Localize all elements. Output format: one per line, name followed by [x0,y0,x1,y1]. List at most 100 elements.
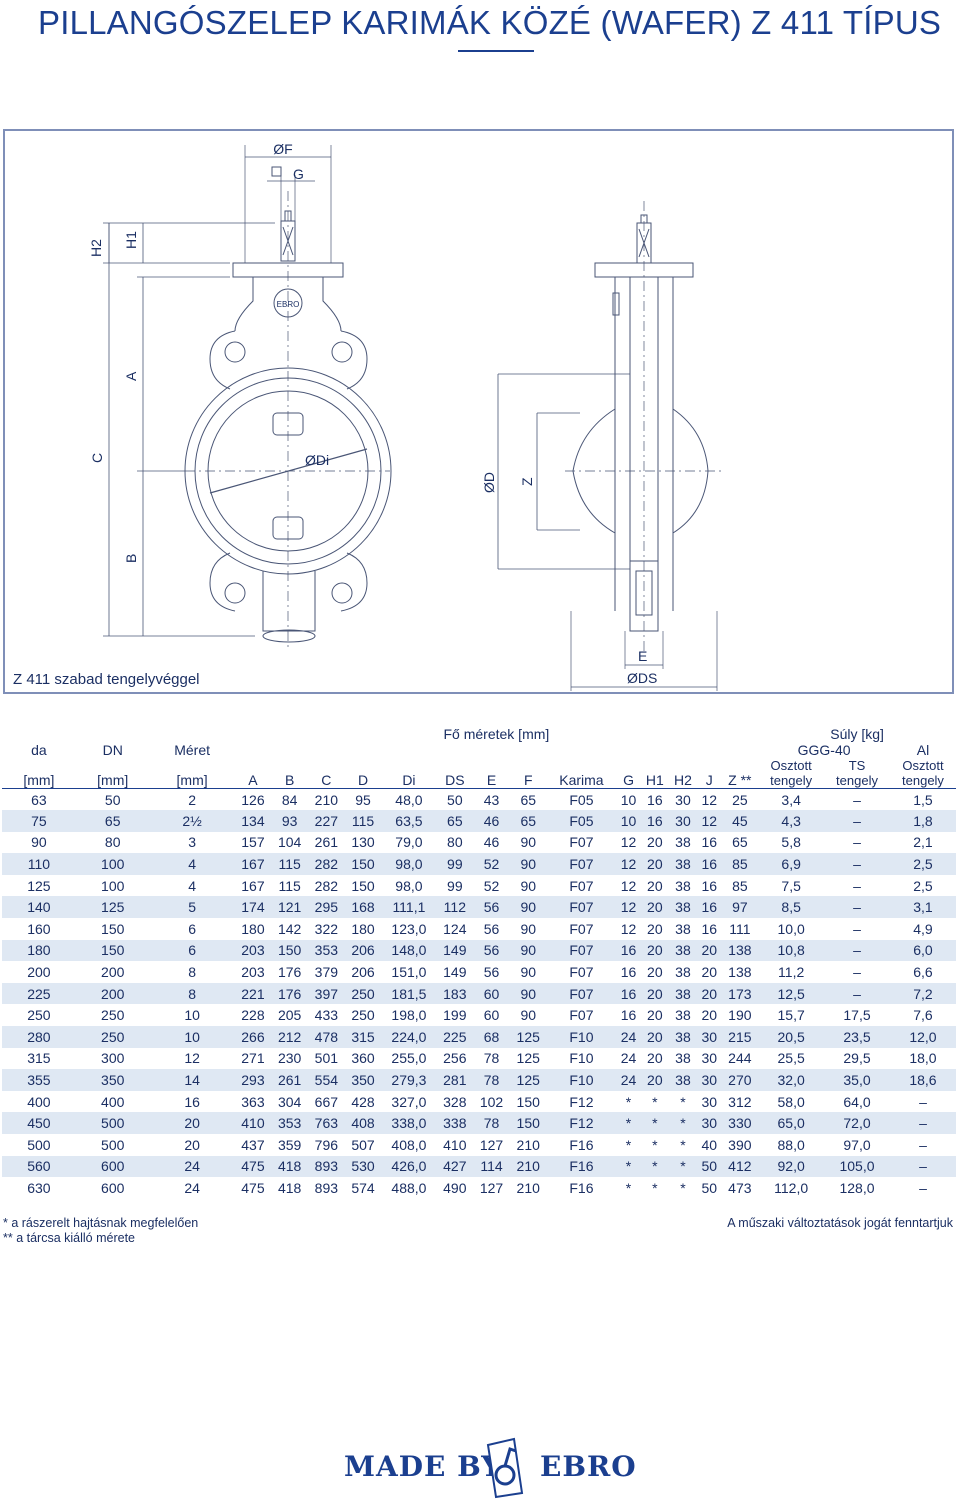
table-cell: 427 [443,1158,467,1175]
table-cell: 180 [27,942,51,959]
table-cell: 160 [27,920,51,937]
table-cell: 2,5 [913,877,933,894]
table-cell: 84 [281,791,298,808]
table-cell: 65 [447,812,463,829]
table-cell: 2½ [182,812,202,829]
table-cell: 30 [675,812,691,829]
table-cell: 16 [620,964,637,981]
table-cell: 80 [104,834,121,851]
table-cell: 40 [701,1136,718,1153]
table-cell: 200 [101,985,125,1002]
table-cell: 10 [184,1007,200,1024]
table-cell: * [680,1093,686,1110]
table-cell: 224,0 [391,1028,427,1045]
table-cell: 110 [27,856,51,873]
table-cell: 90 [520,985,537,1002]
table-cell: 199 [443,1007,467,1024]
table-cell: F10 [569,1050,594,1067]
table-cell: 32,0 [777,1072,805,1089]
table-cell: * [652,1115,658,1132]
table-cell: 90 [31,834,47,851]
table-cell: 65 [732,834,748,851]
table-cell: 330 [728,1115,752,1132]
table-cell: 150 [101,920,125,937]
table-cell: 23,5 [843,1028,871,1045]
table-cell: 111 [729,920,751,937]
table-cell: 418 [277,1179,302,1196]
dim-label-z: Z [519,477,535,486]
table-cell: 7,2 [913,985,933,1002]
table-cell: 60 [483,985,500,1002]
col-header-b: B [271,758,308,789]
table-cell: F07 [569,920,594,937]
table-cell: 20 [647,1028,663,1045]
table-cell: 138 [728,942,752,959]
table-cell: 48,0 [395,791,423,808]
table-cell: 190 [728,1007,752,1024]
table-cell: 279,3 [391,1072,427,1089]
table-cell: 203 [241,964,265,981]
table-cell: 4,3 [781,812,801,829]
title-underline [458,50,534,52]
dim-label-c: C [89,453,105,463]
table-cell: F07 [569,1007,594,1024]
table-cell: 16 [620,1007,637,1024]
table-cell: 12 [184,1050,200,1067]
dim-label-d: ØD [481,472,497,493]
dimensions-table: Fő méretek [mm] Súly [kg] da DN Méret GG… [2,724,956,1199]
table-cell: 397 [314,985,339,1002]
table-cell: 8,5 [781,899,801,916]
table-cell: F16 [569,1136,594,1153]
table-cell: 125 [101,899,125,916]
table-cell: 173 [728,985,752,1002]
table-cell: 56 [483,920,500,937]
table-cell: 11,2 [778,964,805,981]
col-header-j: J [697,758,722,789]
disclaimer: A műszaki változtatások jogát fenntartju… [727,1216,953,1230]
table-cell: 38 [675,877,691,894]
col-header-da: da [31,742,47,758]
table-cell: 16 [701,920,718,937]
table-cell: * [625,1158,632,1175]
bolt-hole-bottom-right [331,582,353,604]
table-cell: 16 [701,899,718,916]
table-cell: 763 [314,1115,339,1132]
table-cell: 30 [701,1050,718,1067]
table-cell: 123,0 [391,920,427,937]
table-cell: 127 [479,1136,504,1153]
unit-dn: [mm] [75,758,150,789]
table-cell: F10 [569,1072,594,1089]
table-cell: 90 [520,856,537,873]
table-cell: 90 [520,920,537,937]
table-cell: 12,0 [909,1028,937,1045]
table-cell: 151,0 [391,964,427,981]
made-by-text: MADE BY [344,1450,503,1483]
table-cell: 100 [101,856,125,873]
table-cell: F07 [569,834,594,851]
table-cell: 148,0 [391,942,427,959]
table-cell: 25,5 [777,1050,805,1067]
table-cell: 130 [351,834,375,851]
table-cell: 63,5 [395,812,423,829]
table-cell: – [853,964,861,981]
table-cell: 250 [101,1028,125,1045]
table-cell: 50 [447,791,463,808]
table-cell: 46 [483,812,500,829]
table-cell: 114 [480,1158,503,1175]
col-header-h2: H2 [668,758,698,789]
table-cell: 43 [483,791,500,808]
table-cell: 3,4 [781,791,801,808]
dim-label-h2: H2 [88,239,104,257]
table-cell: 12 [620,899,637,916]
table-cell: 127 [479,1179,504,1196]
table-cell: 38 [675,1007,691,1024]
table-cell: 180 [351,920,375,937]
table-cell: 600 [101,1158,125,1175]
table-cell: 379 [314,964,339,981]
table-cell: 350 [351,1072,375,1089]
table-cell: – [919,1136,927,1153]
